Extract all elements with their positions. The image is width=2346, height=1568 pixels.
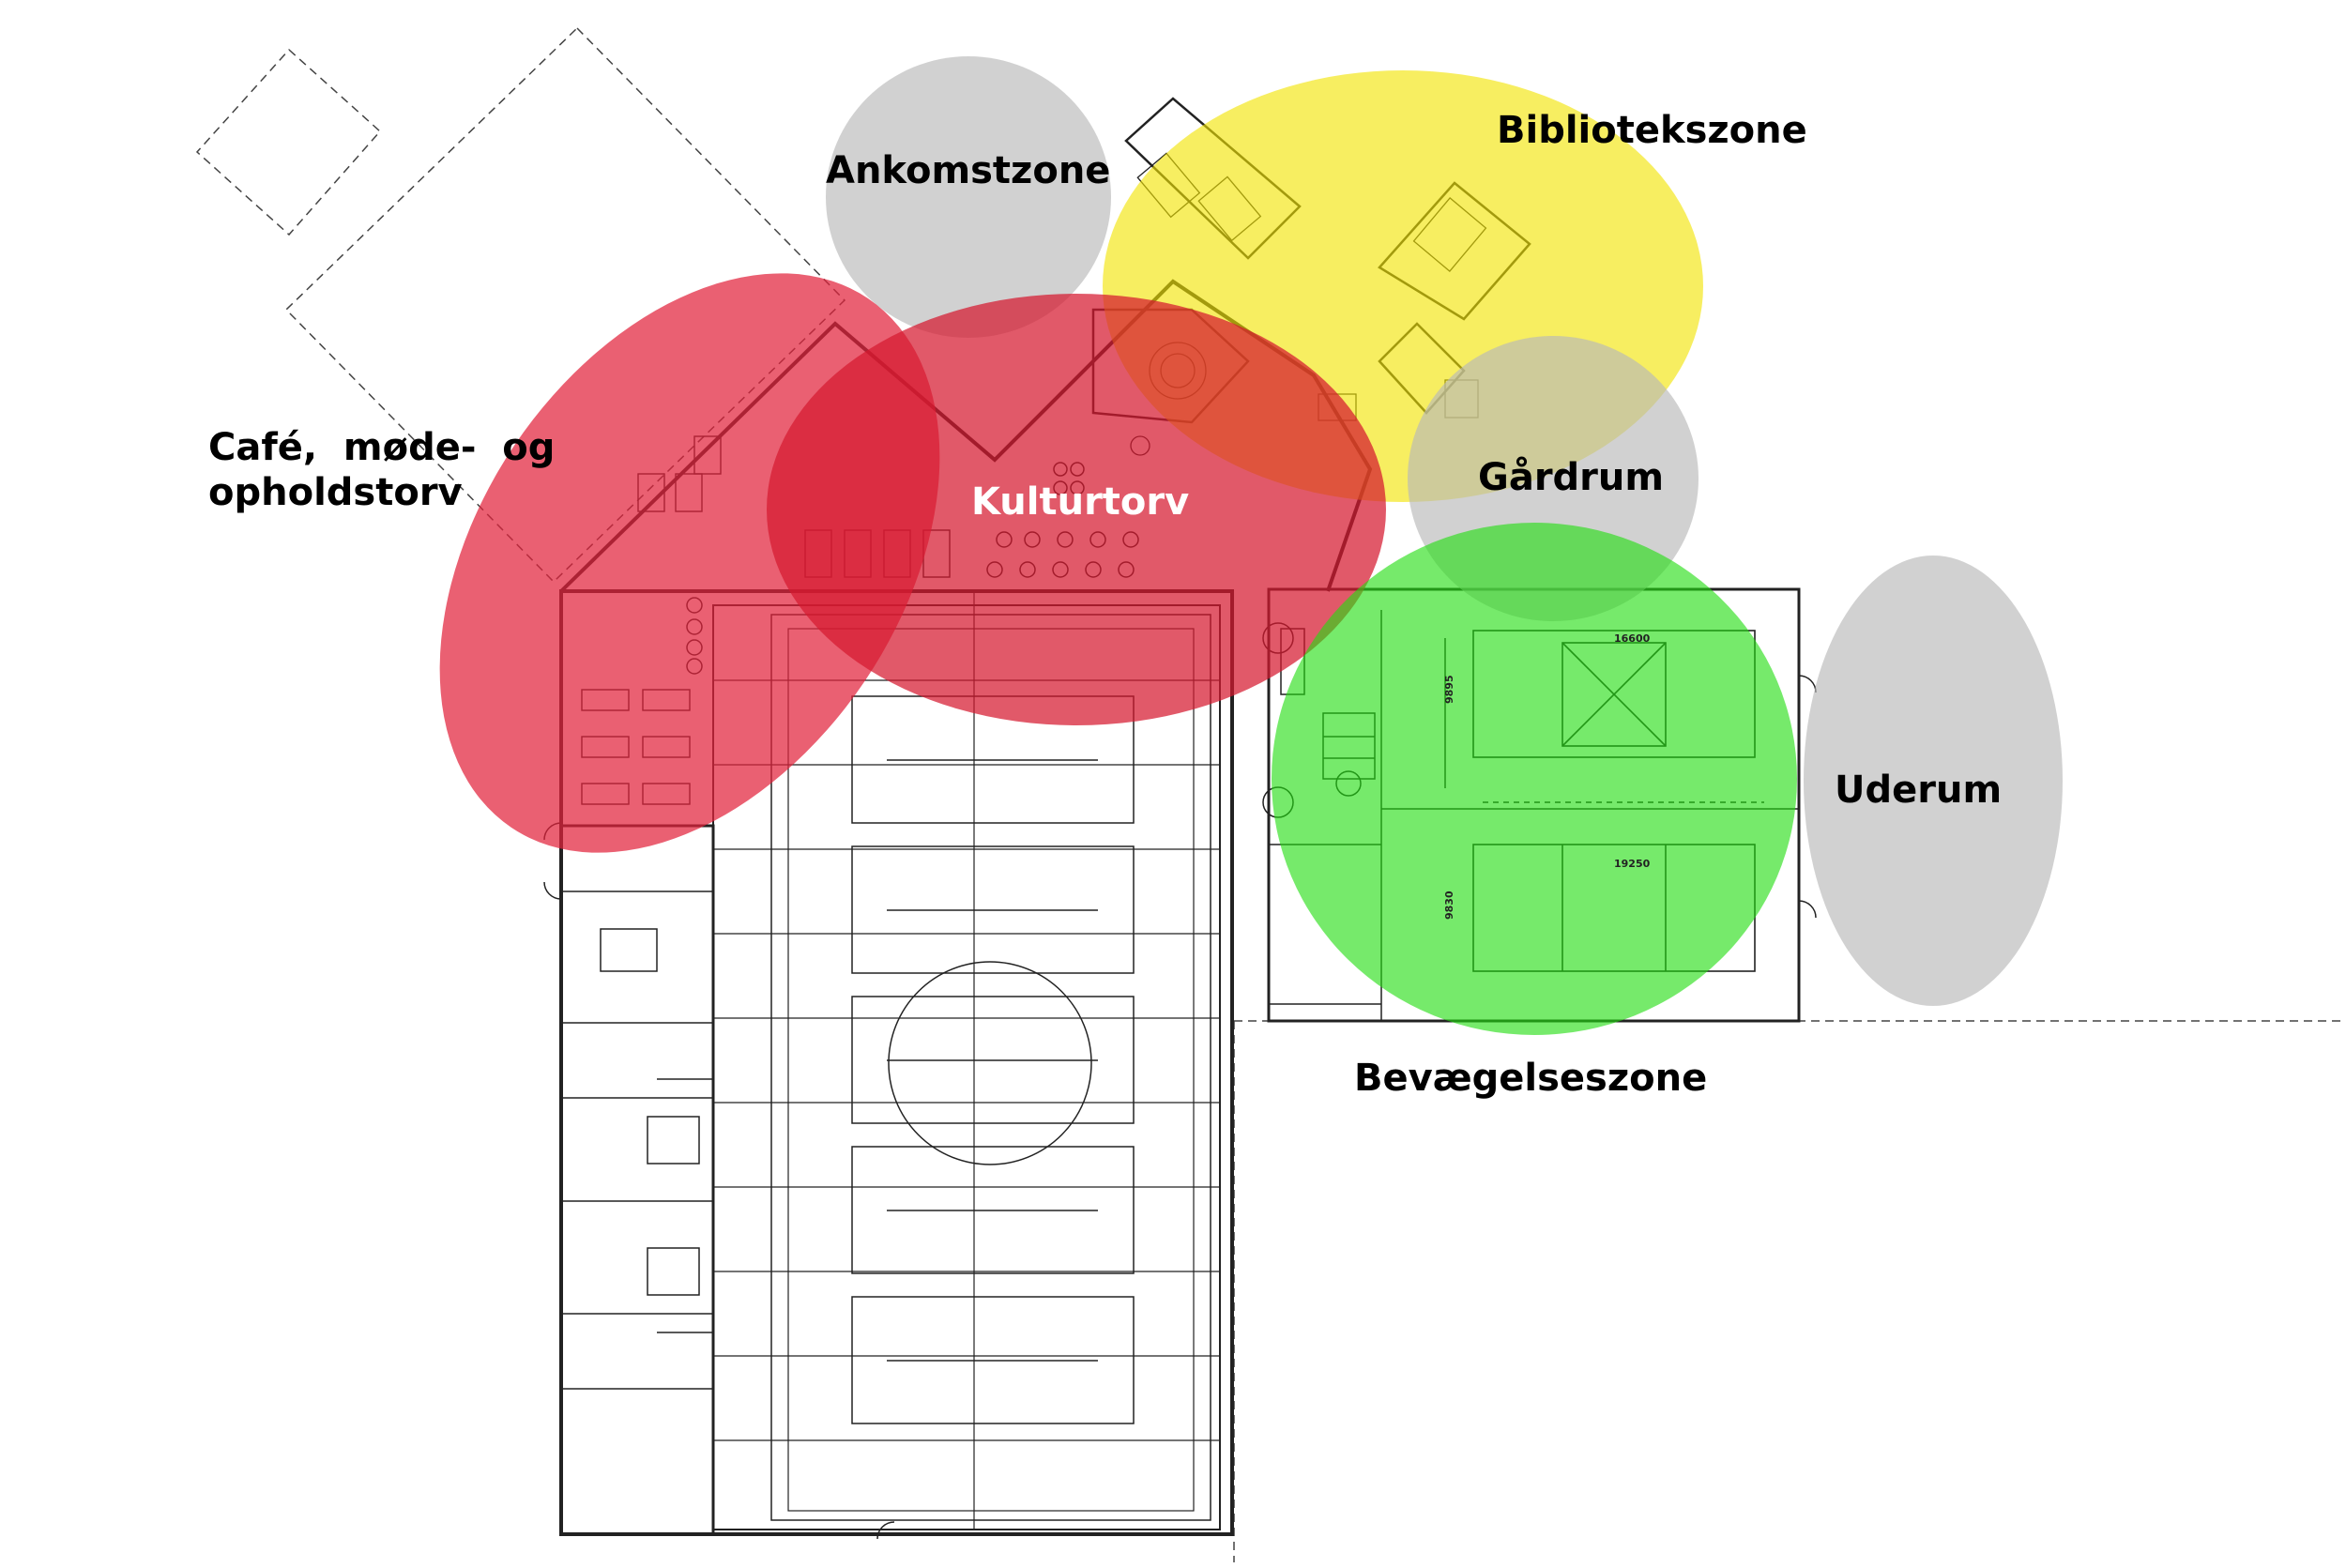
dim-9830: 9830 bbox=[1443, 891, 1455, 920]
west-wing-wall bbox=[559, 824, 715, 1536]
label-kulturtorv: Kulturtorv bbox=[971, 480, 1189, 524]
dim-19250: 19250 bbox=[1614, 858, 1651, 870]
zone-ankomst-shape bbox=[826, 56, 1111, 338]
label-gaardrum: Gårdrum bbox=[1478, 455, 1664, 499]
label-bevaegelseszone: Bevægelseszone bbox=[1354, 1057, 1707, 1100]
west-wing-partitions bbox=[561, 891, 713, 1390]
outline-small-square bbox=[195, 48, 382, 236]
dimension-labels: 16600 19250 9895 9830 bbox=[1443, 632, 1651, 920]
hall-court-line bbox=[770, 614, 1211, 1521]
label-cafe-line1: Café, møde- og bbox=[208, 426, 555, 469]
label-uderum: Uderum bbox=[1835, 769, 2002, 812]
hall-courts bbox=[851, 695, 1135, 1424]
zone-overlays bbox=[439, 56, 2063, 1035]
hall-court-inner bbox=[787, 628, 1195, 1512]
dim-16600: 16600 bbox=[1614, 632, 1651, 645]
label-ankomstzone: Ankomstzone bbox=[826, 149, 1110, 192]
zone-bevaegelse-shape bbox=[1272, 523, 1797, 1035]
dim-9895: 9895 bbox=[1443, 675, 1455, 704]
zone-kultur-shape bbox=[767, 294, 1386, 725]
zone-labels: Ankomstzone Bibliotekszone Café, møde- o… bbox=[208, 109, 2002, 1100]
outline-large-diamond bbox=[284, 26, 846, 584]
hall-center-circle bbox=[888, 961, 1092, 1165]
label-cafe-line2: opholdstorv bbox=[208, 471, 463, 514]
label-bibliotekszone: Bibliotekszone bbox=[1497, 109, 1807, 152]
zone-uderum-shape bbox=[1804, 556, 2063, 1006]
